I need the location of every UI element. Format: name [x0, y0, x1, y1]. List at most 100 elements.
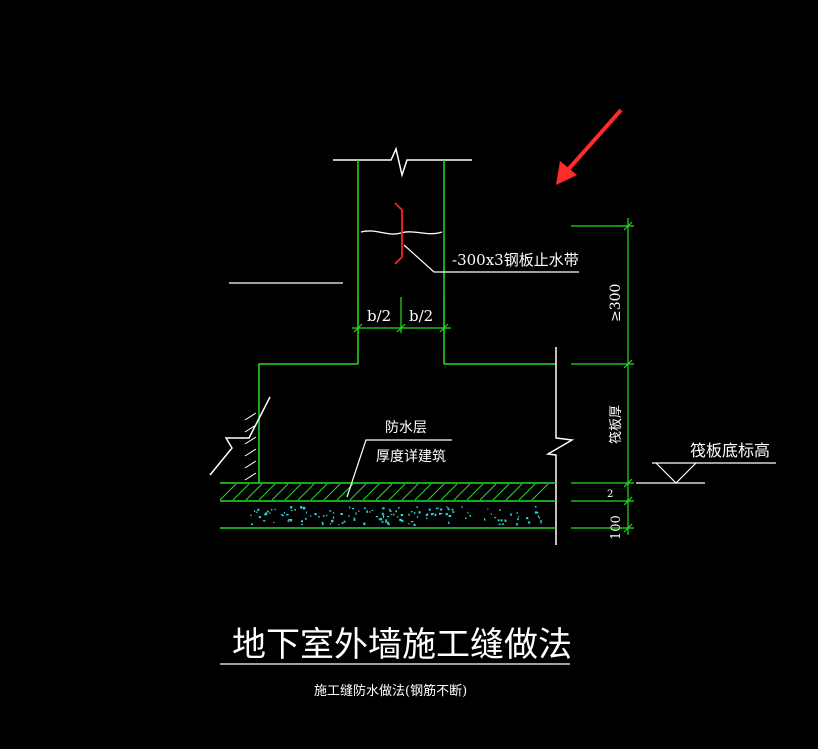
waterstop-label: -300x3钢板止水带: [452, 251, 579, 269]
hatch-line: [310, 483, 328, 501]
concrete-speckle: [413, 523, 416, 526]
concrete-speckle: [433, 512, 435, 515]
concrete-speckle: [428, 508, 431, 511]
concrete-speckle: [353, 517, 355, 519]
concrete-speckle: [283, 511, 285, 514]
concrete-speckle: [269, 512, 271, 514]
concrete-speckle: [302, 506, 306, 510]
concrete-speckle: [314, 513, 317, 516]
concrete-speckle: [332, 512, 335, 514]
concrete-speckle: [273, 521, 275, 523]
hatch-line: [505, 483, 523, 501]
left-earth-hatch: [244, 412, 257, 481]
concrete-speckle: [461, 506, 463, 508]
concrete-speckle: [379, 518, 383, 521]
concrete-speckle: [381, 512, 384, 516]
concrete-speckle: [300, 506, 303, 509]
hatch-line: [401, 483, 419, 501]
concrete-speckle: [271, 508, 273, 511]
concrete-speckle: [516, 512, 518, 514]
concrete-speckle: [437, 507, 439, 509]
concrete-speckle: [352, 507, 354, 510]
hatch-line: [297, 483, 315, 501]
hatch-line: [518, 483, 536, 501]
concrete-speckle: [398, 506, 400, 509]
concrete-speckle: [414, 511, 416, 515]
dim-300-label: ≥300: [608, 284, 624, 322]
concrete-speckle: [301, 520, 303, 523]
concrete-speckle: [305, 511, 307, 514]
concrete-speckle: [294, 509, 296, 511]
concrete-speckle: [408, 523, 410, 525]
concrete-speckle: [425, 517, 428, 519]
concrete-speckle: [399, 518, 402, 522]
concrete-speckle: [258, 516, 261, 519]
concrete-speckle: [290, 506, 293, 509]
concrete-speckle: [343, 520, 346, 523]
concrete-speckle: [446, 506, 448, 508]
concrete-speckle: [290, 510, 293, 512]
concrete-speckle: [484, 518, 486, 521]
raft-thickness-label: 筏板厚: [608, 405, 624, 444]
concrete-speckle: [290, 519, 293, 522]
concrete-speckle: [382, 507, 385, 510]
concrete-speckle: [510, 513, 512, 516]
hatch-line: [349, 483, 367, 501]
steel-waterstop: [394, 202, 403, 265]
hatch-line: [219, 483, 237, 501]
concrete-speckle: [416, 506, 418, 508]
concrete-speckle: [439, 508, 443, 511]
concrete-speckle: [263, 520, 266, 522]
hatch-line: [531, 483, 549, 501]
hatch-line: [440, 483, 458, 501]
concrete-speckle: [341, 522, 344, 524]
concrete-speckle: [322, 523, 324, 526]
concrete-speckle: [435, 507, 437, 510]
elevation-symbol: [636, 462, 776, 484]
concrete-speckle: [348, 515, 350, 518]
concrete-speckle: [287, 520, 290, 522]
concrete-speckle: [534, 511, 538, 514]
concrete-speckle: [528, 521, 531, 524]
concrete-speckle: [451, 508, 454, 511]
dim-2-label: 2: [607, 489, 613, 500]
hatch-line: [232, 483, 250, 501]
concrete-speckle: [439, 512, 441, 516]
drawing-subtitle: 施工缝防水做法(钢筋不断): [314, 683, 467, 699]
concrete-speckle: [288, 519, 291, 521]
waterproof-layer-label: 防水层: [385, 420, 427, 436]
concrete-speckle: [349, 506, 351, 509]
concrete-speckle: [494, 517, 497, 519]
concrete-speckle: [397, 516, 399, 518]
left-slope-break: [209, 396, 271, 476]
hatch-line: [388, 483, 406, 501]
concrete-speckle: [497, 519, 500, 522]
concrete-speckle: [321, 521, 324, 524]
concrete-speckle: [426, 513, 429, 516]
concrete-speckle: [369, 511, 371, 513]
concrete-speckle: [386, 516, 390, 518]
concrete-speckle: [385, 521, 387, 523]
concrete-speckle: [340, 513, 343, 515]
hatch-line: [492, 483, 510, 501]
construction-joint-line: [360, 230, 443, 235]
concrete-speckle: [465, 517, 467, 519]
wall-break-line: [333, 146, 472, 178]
concrete-speckle: [469, 514, 471, 517]
concrete-speckle: [498, 523, 501, 525]
concrete-cushion: [220, 506, 556, 529]
concrete-speckle: [389, 510, 392, 512]
concrete-speckle: [385, 519, 387, 522]
hatch-line: [453, 483, 471, 501]
concrete-speckle: [381, 521, 384, 523]
concrete-speckle: [518, 516, 520, 518]
concrete-speckle: [445, 513, 448, 516]
hatch-line: [258, 483, 276, 501]
concrete-speckle: [286, 514, 289, 516]
concrete-speckle: [467, 511, 469, 514]
concrete-speckle: [448, 515, 451, 517]
hatch-line: [414, 483, 432, 501]
b-half-dimension: [352, 297, 451, 333]
pointer-arrow-icon: [556, 108, 623, 185]
